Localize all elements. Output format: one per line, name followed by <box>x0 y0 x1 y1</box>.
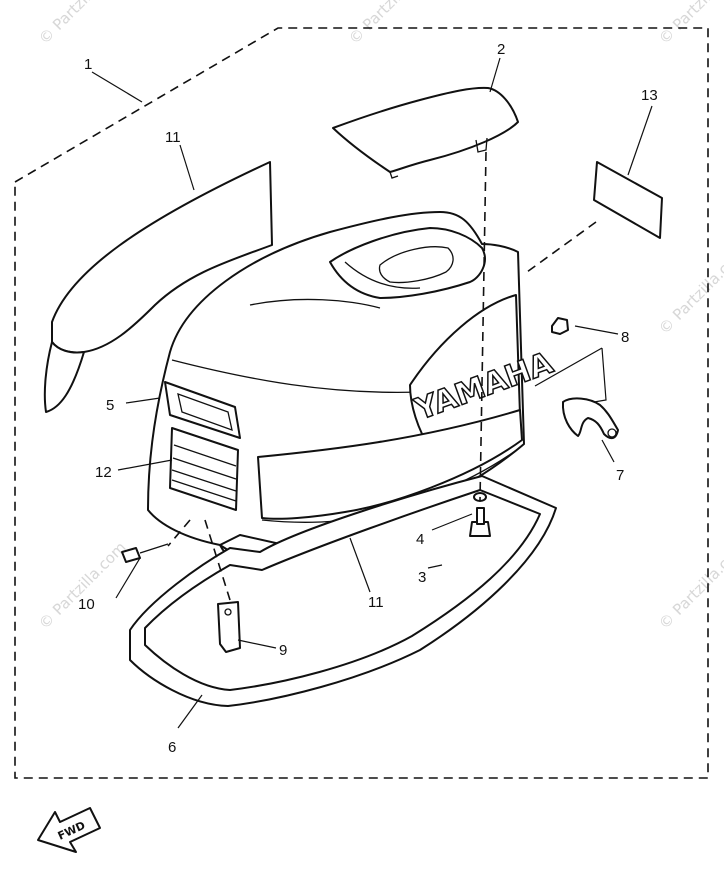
callout-4: 4 <box>416 531 424 548</box>
leader-6 <box>177 694 203 729</box>
leader-3 <box>427 564 443 569</box>
leader-7 <box>601 439 615 463</box>
front-bracket-hole <box>224 608 232 616</box>
bolt-shaft <box>139 543 169 554</box>
callout-6: 6 <box>168 739 176 756</box>
callout-2: 2 <box>497 41 505 58</box>
guide-bolt <box>167 519 191 547</box>
callout-numbers: 1 2 3 4 5 6 7 8 9 10 11 11 12 13 <box>78 41 658 756</box>
top-cover-plate-foot <box>389 171 399 179</box>
watermark-top-center: © Partzilla.com <box>345 0 440 48</box>
watermark-low-left: © Partzilla.com <box>35 538 130 633</box>
callout-5: 5 <box>106 397 114 414</box>
leader-4 <box>431 513 473 531</box>
callout-10: 10 <box>78 596 95 613</box>
watermark-low-right: © Partzilla.com <box>655 538 724 633</box>
guide-label <box>526 221 597 273</box>
leader-7-bracket <box>593 347 607 403</box>
top-vent-slot <box>378 246 454 284</box>
watermark-mid-right: © Partzilla.com <box>655 243 724 338</box>
watermark-top-left: © Partzilla.com <box>35 0 130 48</box>
leader-13 <box>627 105 653 176</box>
fwd-arrow-icon <box>37 807 101 853</box>
leader-5 <box>125 397 161 404</box>
leader-7-guide <box>534 347 603 387</box>
guide-cover-to-damper <box>479 151 487 501</box>
leader-1 <box>91 71 143 103</box>
caution-label-line-3 <box>171 469 237 492</box>
watermark-top-right: © Partzilla.com <box>655 0 724 48</box>
top-vent-housing <box>329 227 486 299</box>
callout-3: 3 <box>418 569 426 586</box>
side-decal-upper-edge <box>43 341 85 413</box>
leader-11-upper <box>179 144 195 191</box>
callout-1: 1 <box>84 56 92 73</box>
caution-label-line-1 <box>173 444 237 467</box>
callout-9: 9 <box>279 642 287 659</box>
callout-11-lower: 11 <box>368 594 384 611</box>
top-vent-inner <box>344 261 421 289</box>
forward-direction-arrow: FWD <box>37 807 101 853</box>
caution-label-line-2 <box>172 457 237 480</box>
leader-2 <box>489 57 501 93</box>
leader-8 <box>574 325 619 335</box>
callout-12: 12 <box>95 464 112 481</box>
callout-7: 7 <box>616 467 624 484</box>
rear-latch-bracket-hole <box>607 428 617 438</box>
leader-lines <box>91 57 653 729</box>
label-plate <box>593 161 663 239</box>
top-cover-plate <box>332 86 519 173</box>
front-handle-grip <box>177 392 233 432</box>
leader-12 <box>117 459 173 471</box>
damper-stem <box>476 507 485 525</box>
callout-8: 8 <box>621 329 629 346</box>
bottom-seal-inner <box>144 489 541 691</box>
caution-label-line-4 <box>171 479 237 502</box>
front-bracket <box>217 601 241 653</box>
leader-11-lower <box>349 537 371 593</box>
top-cover-plate-tab <box>475 137 488 153</box>
assembly-guides <box>167 151 597 601</box>
cowling-top-contour <box>249 298 381 309</box>
nut <box>551 317 569 335</box>
rear-latch-bracket <box>561 397 619 440</box>
leader-9 <box>237 639 277 649</box>
callout-11-upper: 11 <box>165 129 181 146</box>
leader-10 <box>115 557 141 599</box>
side-decal-lower <box>257 409 523 520</box>
callout-13: 13 <box>641 87 658 104</box>
